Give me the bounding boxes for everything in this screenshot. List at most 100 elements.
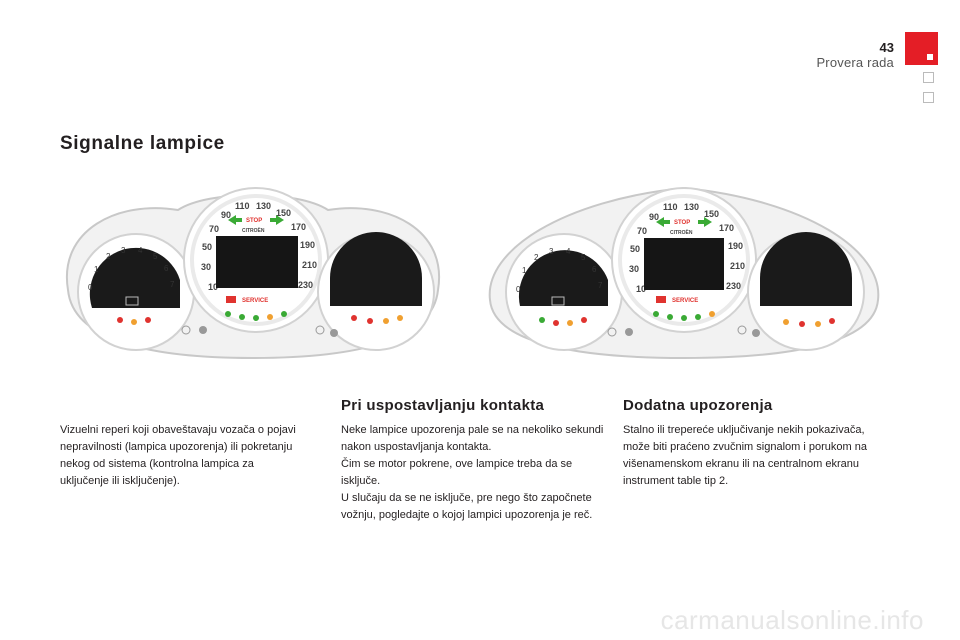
page-square-icon (923, 72, 934, 83)
speed-tick: 230 (726, 281, 741, 291)
fuel-temperature-gauge (747, 232, 865, 351)
speed-tick: 110 (235, 201, 250, 211)
indicator-icon (253, 315, 259, 321)
service-label: SERVICE (672, 298, 698, 304)
trip-button-icon (330, 329, 338, 337)
warning-lamp-icon (145, 317, 151, 323)
rev-tick: 4 (138, 246, 143, 255)
warning-lamp-icon (581, 317, 587, 323)
warning-lamp-icon (351, 315, 357, 321)
speed-tick: 50 (630, 244, 640, 254)
speed-tick: 130 (684, 202, 699, 212)
speedometer: 10 30 50 70 90 110 130 150 170 190 210 2… (611, 187, 757, 333)
section-name: Provera rada (816, 55, 894, 70)
trip-reset-button-icon (607, 327, 617, 337)
instrument-cluster-type-2: 0 1 2 3 4 5 6 7 10 30 50 70 90 110 130 1… (488, 186, 880, 360)
speed-tick: 130 (256, 201, 271, 211)
warning-lamp-icon (567, 320, 573, 326)
speed-tick: 150 (704, 209, 719, 219)
rev-tick: 0 (88, 283, 93, 292)
warning-lamp-icon (656, 296, 666, 303)
warning-lamp-icon (539, 317, 545, 323)
warning-lamp-icon (799, 321, 805, 327)
warning-lamp-icon (367, 318, 373, 324)
section-text-extra: Stalno ili trepereće uključivanje nekih … (623, 424, 867, 487)
rev-tick: 5 (153, 252, 158, 261)
indicator-icon (709, 311, 715, 317)
turn-left-icon (228, 215, 242, 225)
brand-logo: CITROËN (242, 227, 265, 234)
dimmer-button-icon (199, 326, 207, 334)
trip-button-icon (737, 325, 747, 335)
turn-right-icon (270, 215, 284, 225)
trip-button-icon (315, 325, 325, 335)
speed-tick: 210 (302, 260, 317, 270)
chapter-marker-icon (927, 54, 933, 60)
instrument-cluster-type-1: 0 1 2 3 4 5 6 7 10 30 50 70 90 110 130 1… (65, 187, 441, 360)
warning-lamp-icon (117, 317, 123, 323)
trip-reset-button-icon (181, 325, 191, 335)
speed-tick: 190 (300, 240, 315, 250)
page-square-icon (923, 92, 934, 103)
stop-label: STOP (246, 218, 262, 224)
multifunction-display (216, 236, 298, 288)
speed-tick: 30 (629, 264, 639, 274)
page-number: 43 (879, 40, 894, 55)
indicator-icon (695, 314, 701, 320)
rev-tick: 1 (522, 266, 527, 275)
speed-tick: 30 (201, 262, 211, 272)
warning-lamp-icon (383, 318, 389, 324)
warning-lamp-icon (553, 320, 559, 326)
warning-lamp-icon (397, 315, 403, 321)
rev-tick: 7 (170, 280, 175, 289)
speed-tick: 10 (208, 282, 218, 292)
service-label: SERVICE (242, 298, 268, 304)
rev-tick: 6 (592, 265, 597, 274)
indicator-icon (681, 315, 687, 321)
indicator-icon (225, 311, 231, 317)
rev-tick: 7 (598, 281, 603, 290)
section-text-contact: Neke lampice upozorenja pale se na nekol… (341, 424, 604, 521)
speed-tick: 170 (719, 223, 734, 233)
intro-paragraph: Vizuelni reperi koji obaveštavaju vozača… (60, 424, 296, 487)
rev-tick: 5 (581, 253, 586, 262)
rev-tick: 6 (164, 264, 169, 273)
stop-label: STOP (674, 220, 690, 226)
speed-tick: 90 (221, 210, 231, 220)
rev-counter: 0 1 2 3 4 5 6 7 (77, 233, 195, 351)
speed-tick: 70 (637, 226, 647, 236)
turn-left-icon (656, 217, 670, 227)
section-title-extra: Dodatna upozorenja (623, 397, 773, 414)
rev-tick: 4 (566, 247, 571, 256)
rev-tick: 2 (534, 253, 539, 262)
page-title: Signalne lampice (60, 133, 225, 154)
chapter-tab (905, 32, 938, 65)
speed-tick: 10 (636, 284, 646, 294)
indicator-icon (281, 311, 287, 317)
dimmer-button-icon (625, 328, 633, 336)
section-title-contact: Pri uspostavljanju kontakta (341, 397, 545, 414)
indicator-icon (239, 314, 245, 320)
warning-lamp-icon (829, 318, 835, 324)
speed-tick: 210 (730, 261, 745, 271)
warning-lamp-icon (783, 319, 789, 325)
warning-icon (551, 296, 565, 306)
speed-tick: 150 (276, 208, 291, 218)
speed-tick: 50 (202, 242, 212, 252)
indicator-icon (667, 314, 673, 320)
warning-lamp-icon (815, 321, 821, 327)
warning-lamp-icon (226, 296, 236, 303)
speedometer: 10 30 50 70 90 110 130 150 170 190 210 2… (183, 187, 329, 333)
speed-tick: 190 (728, 241, 743, 251)
rev-tick: 1 (94, 265, 99, 274)
rev-tick: 3 (121, 246, 126, 255)
speed-tick: 230 (298, 280, 313, 290)
indicator-icon (653, 311, 659, 317)
watermark: carmanualsonline.info (660, 605, 924, 635)
rev-counter: 0 1 2 3 4 5 6 7 (505, 233, 623, 351)
brand-logo: CITROËN (670, 229, 693, 236)
speed-tick: 110 (663, 202, 678, 212)
rev-tick: 2 (106, 252, 111, 261)
rev-tick: 0 (516, 285, 521, 294)
speed-tick: 170 (291, 222, 306, 232)
